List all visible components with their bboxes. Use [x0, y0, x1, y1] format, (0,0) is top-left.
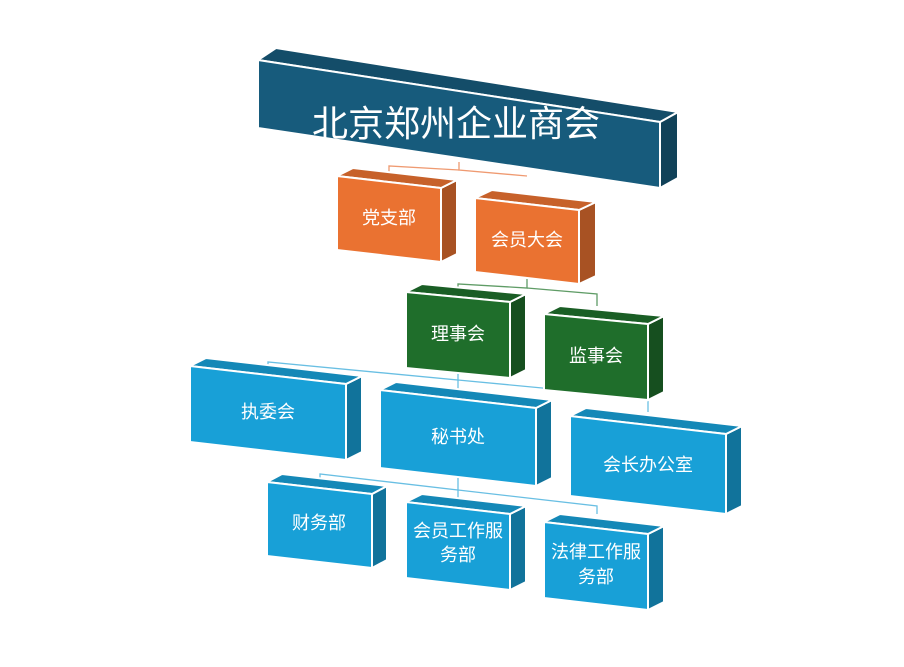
title-label: 北京郑州企业商会: [312, 104, 600, 145]
node-president-office: 会长办公室: [566, 406, 746, 516]
member-service-label-line2: 务部: [440, 545, 476, 566]
member-service-label-line1: 会员工作服: [413, 521, 503, 542]
member-assembly-label: 会员大会: [491, 230, 563, 251]
node-title: 北京郑州企业商会: [255, 46, 682, 190]
president-office-label: 会长办公室: [603, 455, 693, 476]
node-finance-dept: 财务部: [263, 472, 391, 570]
node-secretariat: 秘书处: [376, 380, 556, 488]
legal-service-label-line1: 法律工作服: [551, 542, 641, 563]
supervisory-board-label: 监事会: [569, 346, 623, 367]
finance-dept-label: 财务部: [292, 513, 346, 534]
node-member-assembly: 会员大会: [471, 188, 600, 286]
secretariat-label: 秘书处: [431, 427, 485, 448]
node-council: 理事会: [402, 282, 530, 380]
council-label: 理事会: [431, 324, 485, 345]
legal-service-label-line2: 务部: [578, 567, 614, 588]
node-member-service-dept: 会员工作服 务部: [402, 492, 530, 592]
party-branch-label: 党支部: [362, 208, 416, 229]
connector-line: [457, 489, 598, 514]
executive-committee-label: 执委会: [241, 402, 295, 423]
node-executive-committee: 执委会: [186, 356, 366, 462]
node-party-branch: 党支部: [333, 166, 461, 264]
connector-line: [526, 287, 598, 306]
node-supervisory-board: 监事会: [540, 304, 668, 402]
node-legal-service-dept: 法律工作服 务部: [540, 512, 668, 612]
